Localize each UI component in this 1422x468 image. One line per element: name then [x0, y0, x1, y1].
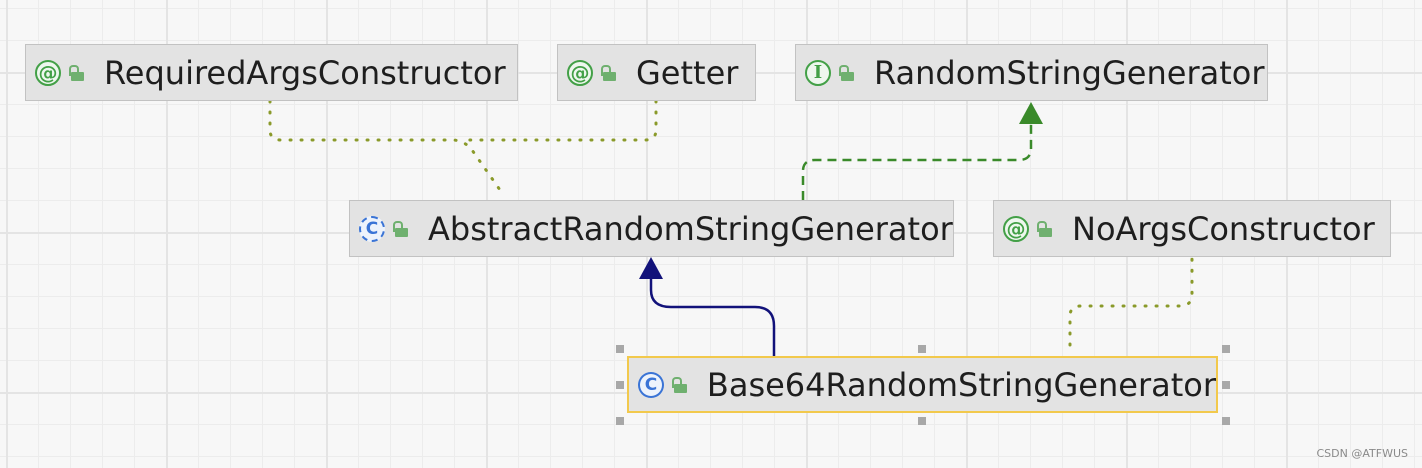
- resize-handle-top-center[interactable]: [918, 345, 926, 353]
- class-icon: C: [638, 371, 664, 398]
- annotation-icon: @: [35, 59, 61, 86]
- node-getter[interactable]: @ Getter: [557, 44, 756, 101]
- edge-abstract-annotated-getter: [467, 99, 658, 142]
- resize-handle-middle-right[interactable]: [1222, 381, 1230, 389]
- node-required-args-constructor[interactable]: @ RequiredArgsConstructor: [25, 44, 518, 101]
- watermark: CSDN @ATFWUS: [1316, 447, 1409, 460]
- interface-icon: I: [805, 59, 831, 86]
- node-label: NoArgsConstructor: [1072, 209, 1375, 248]
- public-lock-icon: [671, 376, 687, 393]
- public-lock-icon: [601, 64, 616, 81]
- annotation-icon: @: [567, 59, 593, 86]
- resize-handle-bottom-right[interactable]: [1222, 417, 1230, 425]
- public-lock-icon: [839, 64, 854, 81]
- public-lock-icon: [1037, 220, 1052, 237]
- abstract-class-icon: C: [359, 215, 385, 242]
- node-label: RandomStringGenerator: [874, 53, 1265, 92]
- resize-handle-top-right[interactable]: [1222, 345, 1230, 353]
- node-label: Getter: [636, 53, 739, 92]
- edge-implements-arrowhead: [1019, 102, 1043, 124]
- edge-base64-annotated-no-args: [1068, 256, 1194, 347]
- node-label: RequiredArgsConstructor: [104, 53, 506, 92]
- public-lock-icon: [393, 220, 408, 237]
- edge-extends-arrowhead: [639, 257, 663, 279]
- node-no-args-constructor[interactable]: @ NoArgsConstructor: [993, 200, 1391, 257]
- annotation-icon: @: [1003, 215, 1029, 242]
- node-base64-random-string-generator[interactable]: C Base64RandomStringGenerator: [627, 356, 1218, 413]
- edge-abstract-implements-interface: [801, 122, 1033, 200]
- node-abstract-random-string-generator[interactable]: C AbstractRandomStringGenerator: [349, 200, 954, 257]
- edge-base64-extends-abstract: [649, 278, 776, 356]
- node-random-string-generator[interactable]: I RandomStringGenerator: [795, 44, 1268, 101]
- edge-abstract-annotated-required-args: [268, 99, 502, 192]
- resize-handle-top-left[interactable]: [616, 345, 624, 353]
- node-label: AbstractRandomStringGenerator: [428, 209, 953, 248]
- resize-handle-bottom-left[interactable]: [616, 417, 624, 425]
- resize-handle-bottom-center[interactable]: [918, 417, 926, 425]
- public-lock-icon: [69, 64, 84, 81]
- node-label: Base64RandomStringGenerator: [706, 365, 1216, 404]
- resize-handle-middle-left[interactable]: [616, 381, 624, 389]
